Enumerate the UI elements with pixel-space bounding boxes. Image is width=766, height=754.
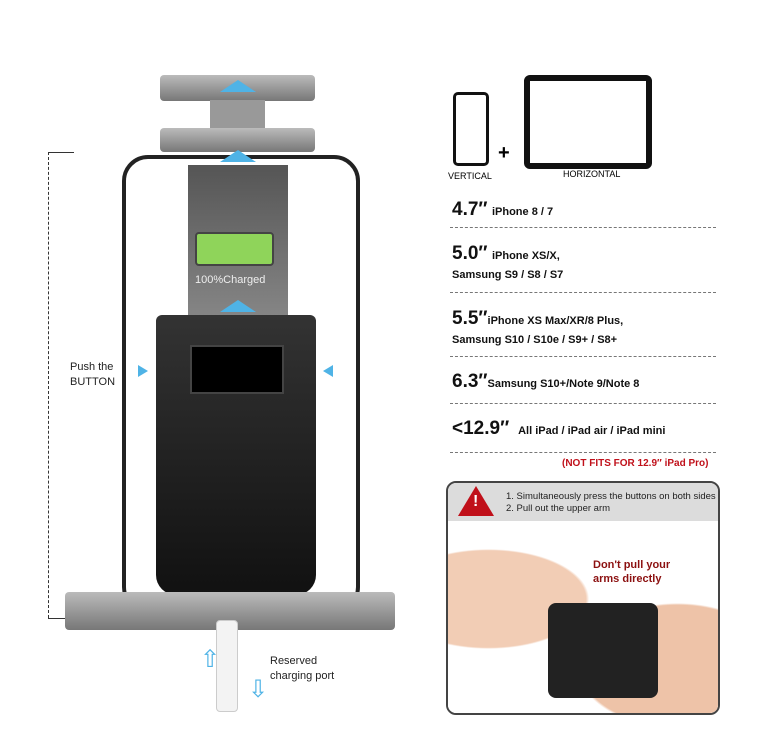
up-arrow-icon	[220, 300, 256, 312]
divider	[450, 292, 716, 293]
size-models-line2: Samsung S9 / S8 / S7	[452, 269, 564, 281]
tablet-icon	[524, 75, 652, 169]
size-models-line2: Samsung S10 / S10e / S9+ / S8+	[452, 334, 618, 346]
size-value: <12.9″	[452, 418, 510, 439]
charging-cable	[216, 620, 238, 712]
port-label-line1: Reserved	[270, 655, 318, 667]
size-value: 5.5″	[452, 308, 488, 329]
divider	[450, 227, 716, 228]
down-arrow-icon: ⇩	[248, 676, 269, 703]
device-photo	[548, 603, 658, 698]
dimension-tick-bottom	[48, 618, 74, 619]
port-label-line2: charging port	[270, 670, 335, 682]
size-row-6-3: 6.3″Samsung S10+/Note 9/Note 8	[452, 371, 639, 393]
size-models: iPhone XS Max/XR/8 Plus,	[487, 315, 624, 327]
size-value: 5.0″	[452, 243, 488, 264]
warning-icon	[458, 486, 494, 516]
dimension-tick-top	[48, 152, 74, 153]
size-row-12-9: <12.9″ All iPad / iPad air / iPad mini	[452, 418, 665, 440]
size-models: iPhone XS/X,	[491, 250, 560, 262]
up-arrow-icon: ⇧	[200, 646, 221, 673]
left-button-arrow-icon	[138, 365, 148, 377]
upper-arm-stem	[210, 100, 265, 130]
plus-sign: +	[498, 142, 510, 164]
size-models: iPhone 8 / 7	[491, 206, 554, 218]
size-value: 6.3″	[452, 371, 488, 392]
exclamation-mark: !	[473, 493, 479, 510]
push-label-line1: Push the	[70, 361, 114, 373]
not-fit-note: (NOT FITS FOR 12.9″ iPad Pro)	[562, 458, 709, 469]
push-label-line2: BUTTON	[70, 376, 116, 388]
upper-arm	[160, 128, 315, 152]
divider	[450, 403, 716, 404]
horizontal-label: HORIZONTAL	[563, 169, 621, 179]
vertical-label: VERTICAL	[448, 171, 492, 181]
caution-line-1: Don't pull your	[593, 559, 671, 571]
divider	[450, 356, 716, 357]
size-row-4-7: 4.7″ iPhone 8 / 7	[452, 199, 553, 221]
size-row-5-5: 5.5″iPhone XS Max/XR/8 Plus, Samsung S10 …	[452, 308, 623, 348]
size-models: Samsung S10+/Note 9/Note 8	[487, 378, 640, 390]
size-row-5-0: 5.0″ iPhone XS/X, Samsung S9 / S8 / S7	[452, 243, 563, 283]
instruction-box: ! 1. Simultaneously press the buttons on…	[446, 481, 720, 715]
size-value: 4.7″	[452, 199, 488, 220]
right-button-arrow-icon	[323, 365, 333, 377]
instruction-header: ! 1. Simultaneously press the buttons on…	[448, 483, 718, 521]
holder-window	[190, 345, 284, 394]
caution-line-2: arms directly	[593, 573, 662, 585]
battery-icon	[195, 232, 274, 266]
up-arrow-icon	[220, 80, 256, 92]
charged-label: 100%Charged	[195, 274, 266, 286]
instruction-step-2: 2. Pull out the upper arm	[506, 503, 611, 514]
up-arrow-icon	[220, 150, 256, 162]
charging-port-label: Reserved charging port	[270, 654, 334, 684]
instruction-step-1: 1. Simultaneously press the buttons on b…	[506, 491, 716, 502]
divider	[450, 452, 716, 453]
size-models: All iPad / iPad air / iPad mini	[518, 425, 666, 437]
phone-icon	[453, 92, 489, 166]
height-dimension-line	[48, 152, 50, 618]
